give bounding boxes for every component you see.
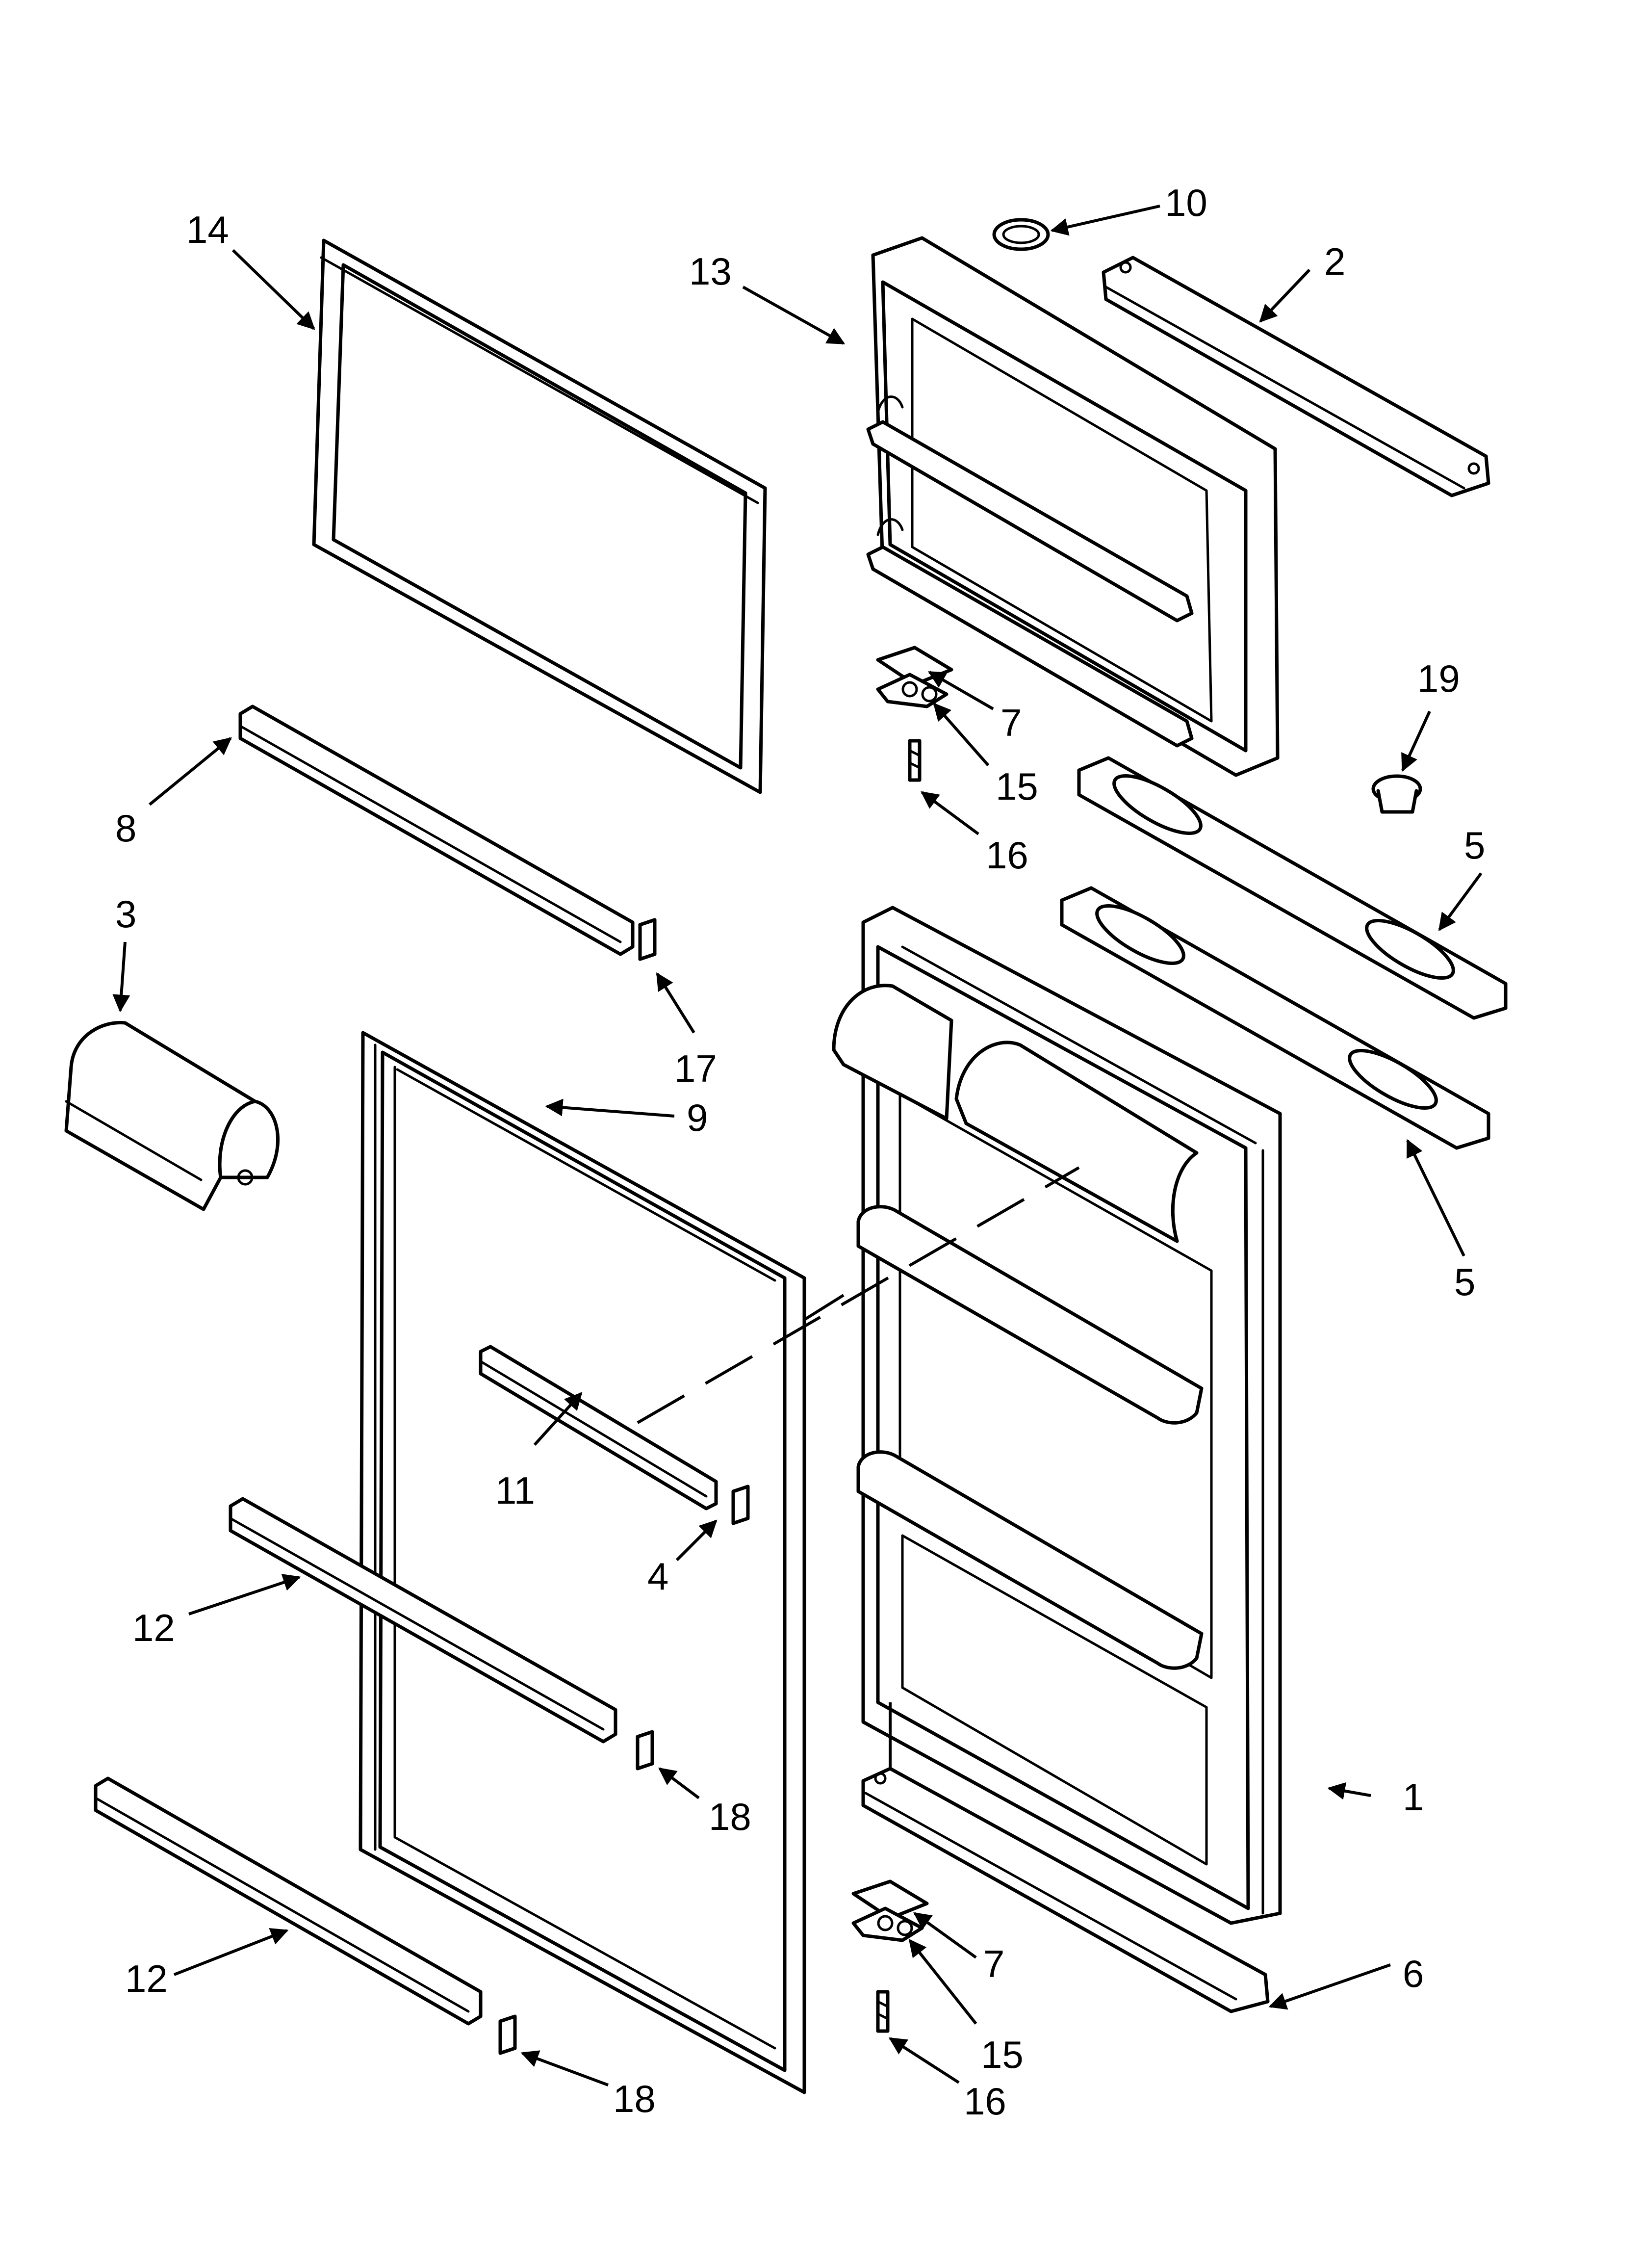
callout-18-lower: 18 xyxy=(613,2077,656,2120)
door-handle-upper xyxy=(1077,756,1508,1020)
callout-17: 17 xyxy=(674,1047,717,1090)
retainer-clip-17 xyxy=(638,918,657,961)
callout-10: 10 xyxy=(1165,181,1207,224)
callout-12-lower: 12 xyxy=(125,1957,168,2000)
callout-16-upper: 16 xyxy=(986,834,1028,877)
retainer-clip-4 xyxy=(731,1485,750,1525)
callout-7-upper: 7 xyxy=(1001,701,1022,744)
hole-plug xyxy=(1371,774,1422,814)
callout-12-upper: 12 xyxy=(132,1606,175,1649)
callout-13: 13 xyxy=(689,250,732,293)
callout-11: 11 xyxy=(495,1469,535,1512)
shelf-retainer-bar-12-lower xyxy=(94,1776,483,2026)
callout-8: 8 xyxy=(115,807,136,850)
freezer-door-gasket xyxy=(312,238,767,794)
callout-1: 1 xyxy=(1403,1775,1424,1819)
callout-19: 19 xyxy=(1417,657,1460,700)
callout-18-upper: 18 xyxy=(709,1795,751,1838)
callout-9: 9 xyxy=(687,1096,708,1139)
callout-15-lower: 15 xyxy=(981,2033,1024,2076)
callout-2: 2 xyxy=(1324,240,1345,283)
retainer-clip-18-lower xyxy=(498,2014,517,2055)
freezer-door-liner xyxy=(866,236,1280,777)
retainer-clip-18-upper xyxy=(636,1730,654,1771)
dairy-compartment-door xyxy=(64,1020,280,1211)
assembly-guide-line xyxy=(637,1166,1080,1424)
shelf-retainer-bar-8 xyxy=(238,704,657,961)
freezer-door-trim xyxy=(1102,256,1490,497)
lower-hinge-plate xyxy=(851,1879,929,2033)
leader-lines xyxy=(112,205,1483,2086)
callout-15-upper: 15 xyxy=(996,765,1038,808)
door-handle-lower xyxy=(1060,886,1490,1150)
callout-5-lower: 5 xyxy=(1454,1260,1475,1303)
shelf-retainer-bar-11 xyxy=(479,1345,718,1511)
callout-3: 3 xyxy=(115,892,136,936)
callout-labels: 1 2 3 4 5 5 6 7 7 8 9 10 11 12 12 13 14 … xyxy=(115,181,1485,2123)
upper-hinge-plate xyxy=(876,646,953,782)
plug xyxy=(992,218,1050,251)
shelf-retainer-bar-12-upper xyxy=(229,1497,617,1744)
callout-14: 14 xyxy=(186,208,229,251)
assembly-guide-line-2 xyxy=(803,1294,845,1321)
callout-5-upper: 5 xyxy=(1464,824,1485,867)
callout-16-lower: 16 xyxy=(964,2080,1006,2123)
callout-4: 4 xyxy=(647,1555,668,1598)
refrigerator-door-gasket xyxy=(359,1031,806,2094)
callout-7-lower: 7 xyxy=(983,1942,1004,1985)
refrigerator-door-liner xyxy=(832,906,1282,1925)
callout-6: 6 xyxy=(1403,1952,1424,1995)
